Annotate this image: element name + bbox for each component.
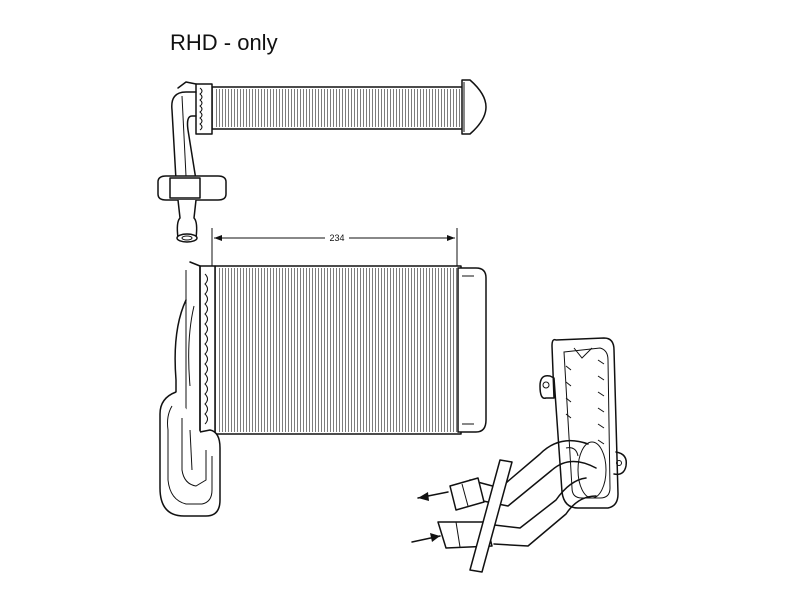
arrow-left-icon (417, 491, 449, 501)
front-view-fins (218, 268, 458, 432)
front-view-heater-core (159, 261, 487, 517)
top-view-end-cap (461, 79, 487, 135)
front-view-right-tank (457, 267, 487, 433)
caption-rhd-only: RHD - only (170, 30, 278, 55)
side-view-port (577, 441, 607, 499)
side-view-tank-plate (539, 337, 619, 509)
top-view-heater-core (157, 79, 487, 243)
top-view-outlet-stub (176, 199, 198, 239)
arrow-right-icon (411, 533, 441, 543)
side-view-bracket (469, 459, 513, 573)
side-view-outlet-fitting (449, 477, 485, 511)
dimension-234: 234 (211, 228, 458, 278)
top-view-fins (215, 89, 461, 127)
side-view-tank-and-pipes (411, 337, 628, 573)
front-view-lower-tank (159, 391, 221, 517)
dimension-label: 234 (329, 233, 344, 243)
top-view-tank (195, 83, 213, 135)
